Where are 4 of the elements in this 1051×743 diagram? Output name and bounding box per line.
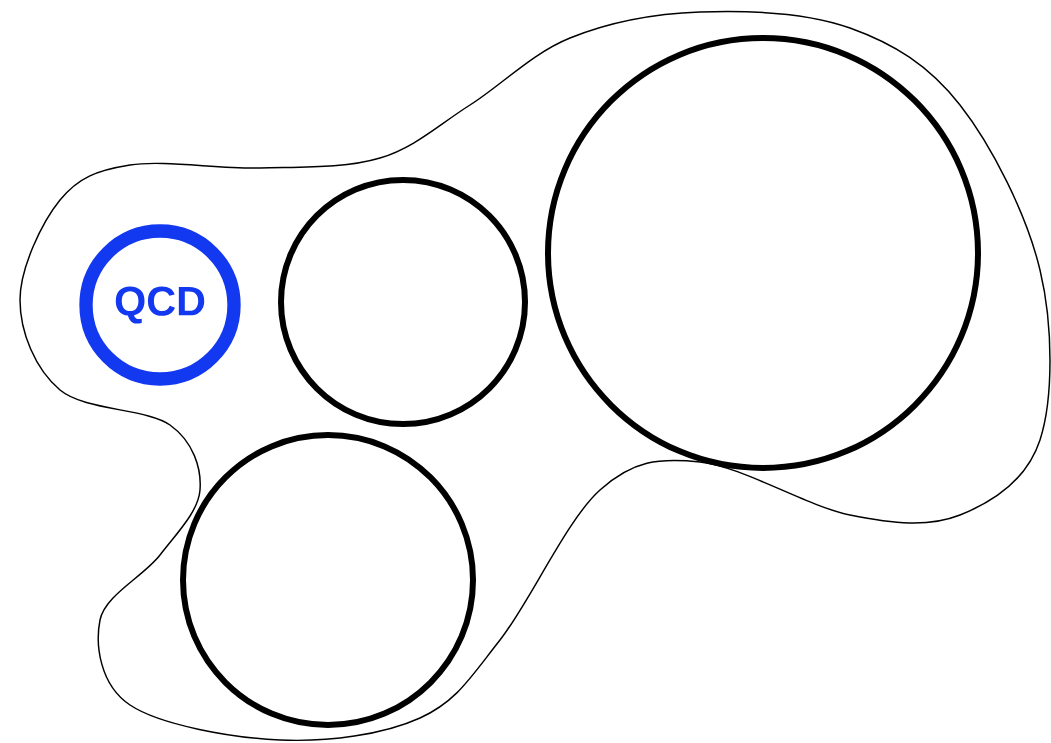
circle: [180, 432, 476, 728]
circle: [545, 35, 981, 471]
blob-outline: [19, 10, 1051, 742]
circle: [278, 177, 528, 427]
